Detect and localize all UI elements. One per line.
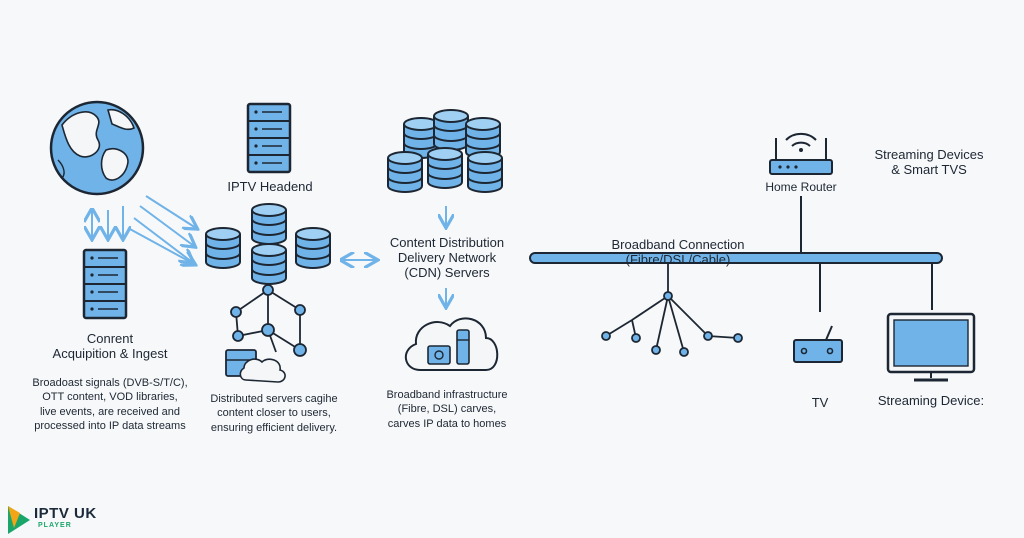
set-top-box-icon bbox=[793, 325, 843, 363]
acquisition-desc-line: live events, are received and bbox=[39, 405, 181, 418]
streaming-title-line: & Smart TVS bbox=[891, 161, 967, 177]
acquisition-title-line2: Acquipition & Ingest bbox=[52, 345, 168, 361]
acquisition-title-line1: Conrent bbox=[86, 331, 134, 346]
headend-desc-line: Distributed servers cagihe bbox=[210, 393, 338, 405]
home-router-label: Home Router bbox=[765, 180, 837, 194]
acquisition-desc-line: Broadoast signals (DVB-S/T/C), bbox=[32, 377, 188, 389]
acquisition-desc-line: processed into IP data streams bbox=[34, 419, 186, 432]
cdn-title: Content Distribution Delivery Network (C… bbox=[372, 235, 522, 281]
cdn-database-cluster-icon bbox=[387, 109, 503, 193]
streaming-title-line: Streaming Devices bbox=[874, 147, 984, 162]
headend-cloud-icon bbox=[225, 349, 286, 383]
broadband-backbone bbox=[529, 252, 943, 264]
acquisition-description: Broadoast signals (DVB-S/T/C), OTT conte… bbox=[14, 376, 206, 433]
logo-text: IPTV UK bbox=[34, 505, 97, 522]
broadband-title: Broadband Connection (Fibre/DSL/Cable) bbox=[600, 237, 756, 268]
globe-icon bbox=[49, 100, 145, 196]
ingest-arrows bbox=[92, 206, 123, 238]
cdn-title-line: (CDN) Servers bbox=[404, 264, 490, 280]
home-router-icon bbox=[769, 132, 833, 175]
broadband-distribution-icon bbox=[601, 263, 743, 357]
acquisition-title: Conrent Acquipition & Ingest bbox=[20, 331, 200, 362]
globe-to-headend-arrows bbox=[127, 195, 196, 264]
broadband-title-line: Broadband Connection bbox=[611, 237, 745, 252]
headend-description: Distributed servers cagihe content close… bbox=[194, 392, 354, 435]
cdn-title-line: Content Distribution bbox=[389, 235, 505, 250]
headend-desc-line: content closer to users, bbox=[217, 407, 331, 420]
tv-label: TV bbox=[811, 395, 829, 410]
streaming-device-label: Streaming Device: bbox=[877, 393, 985, 408]
monitor-icon bbox=[886, 312, 976, 382]
broadband-title-line: (Fibre/DSL/Cable) bbox=[625, 251, 731, 267]
headend-network-icon bbox=[230, 284, 307, 357]
cdn-title-line: Delivery Network bbox=[397, 249, 497, 265]
cdn-desc-line: carves IP data to homes bbox=[387, 417, 507, 430]
cdn-cloud-icon bbox=[405, 317, 499, 371]
headend-desc-line: ensuring efficient delivery. bbox=[210, 421, 338, 434]
play-icon bbox=[8, 506, 30, 534]
acquisition-desc-line: OTT content, VOD libraries, bbox=[42, 391, 178, 404]
headend-title: IPTV Headend bbox=[227, 179, 313, 194]
headend-server-icon bbox=[246, 102, 292, 174]
cdn-desc-line: Broadband infrastructure bbox=[386, 389, 508, 401]
headend-database-cluster-icon bbox=[205, 203, 331, 285]
acquisition-server-icon bbox=[82, 248, 128, 320]
brand-logo: IPTV UK PLAYER bbox=[4, 502, 114, 534]
streaming-devices-title: Streaming Devices & Smart TVS bbox=[864, 147, 994, 178]
logo-subtext: PLAYER bbox=[38, 522, 72, 529]
cdn-description: Broadband infrastructure (Fibre, DSL) ca… bbox=[372, 388, 522, 431]
cdn-desc-line: (Fibre, DSL) carves, bbox=[397, 403, 497, 416]
